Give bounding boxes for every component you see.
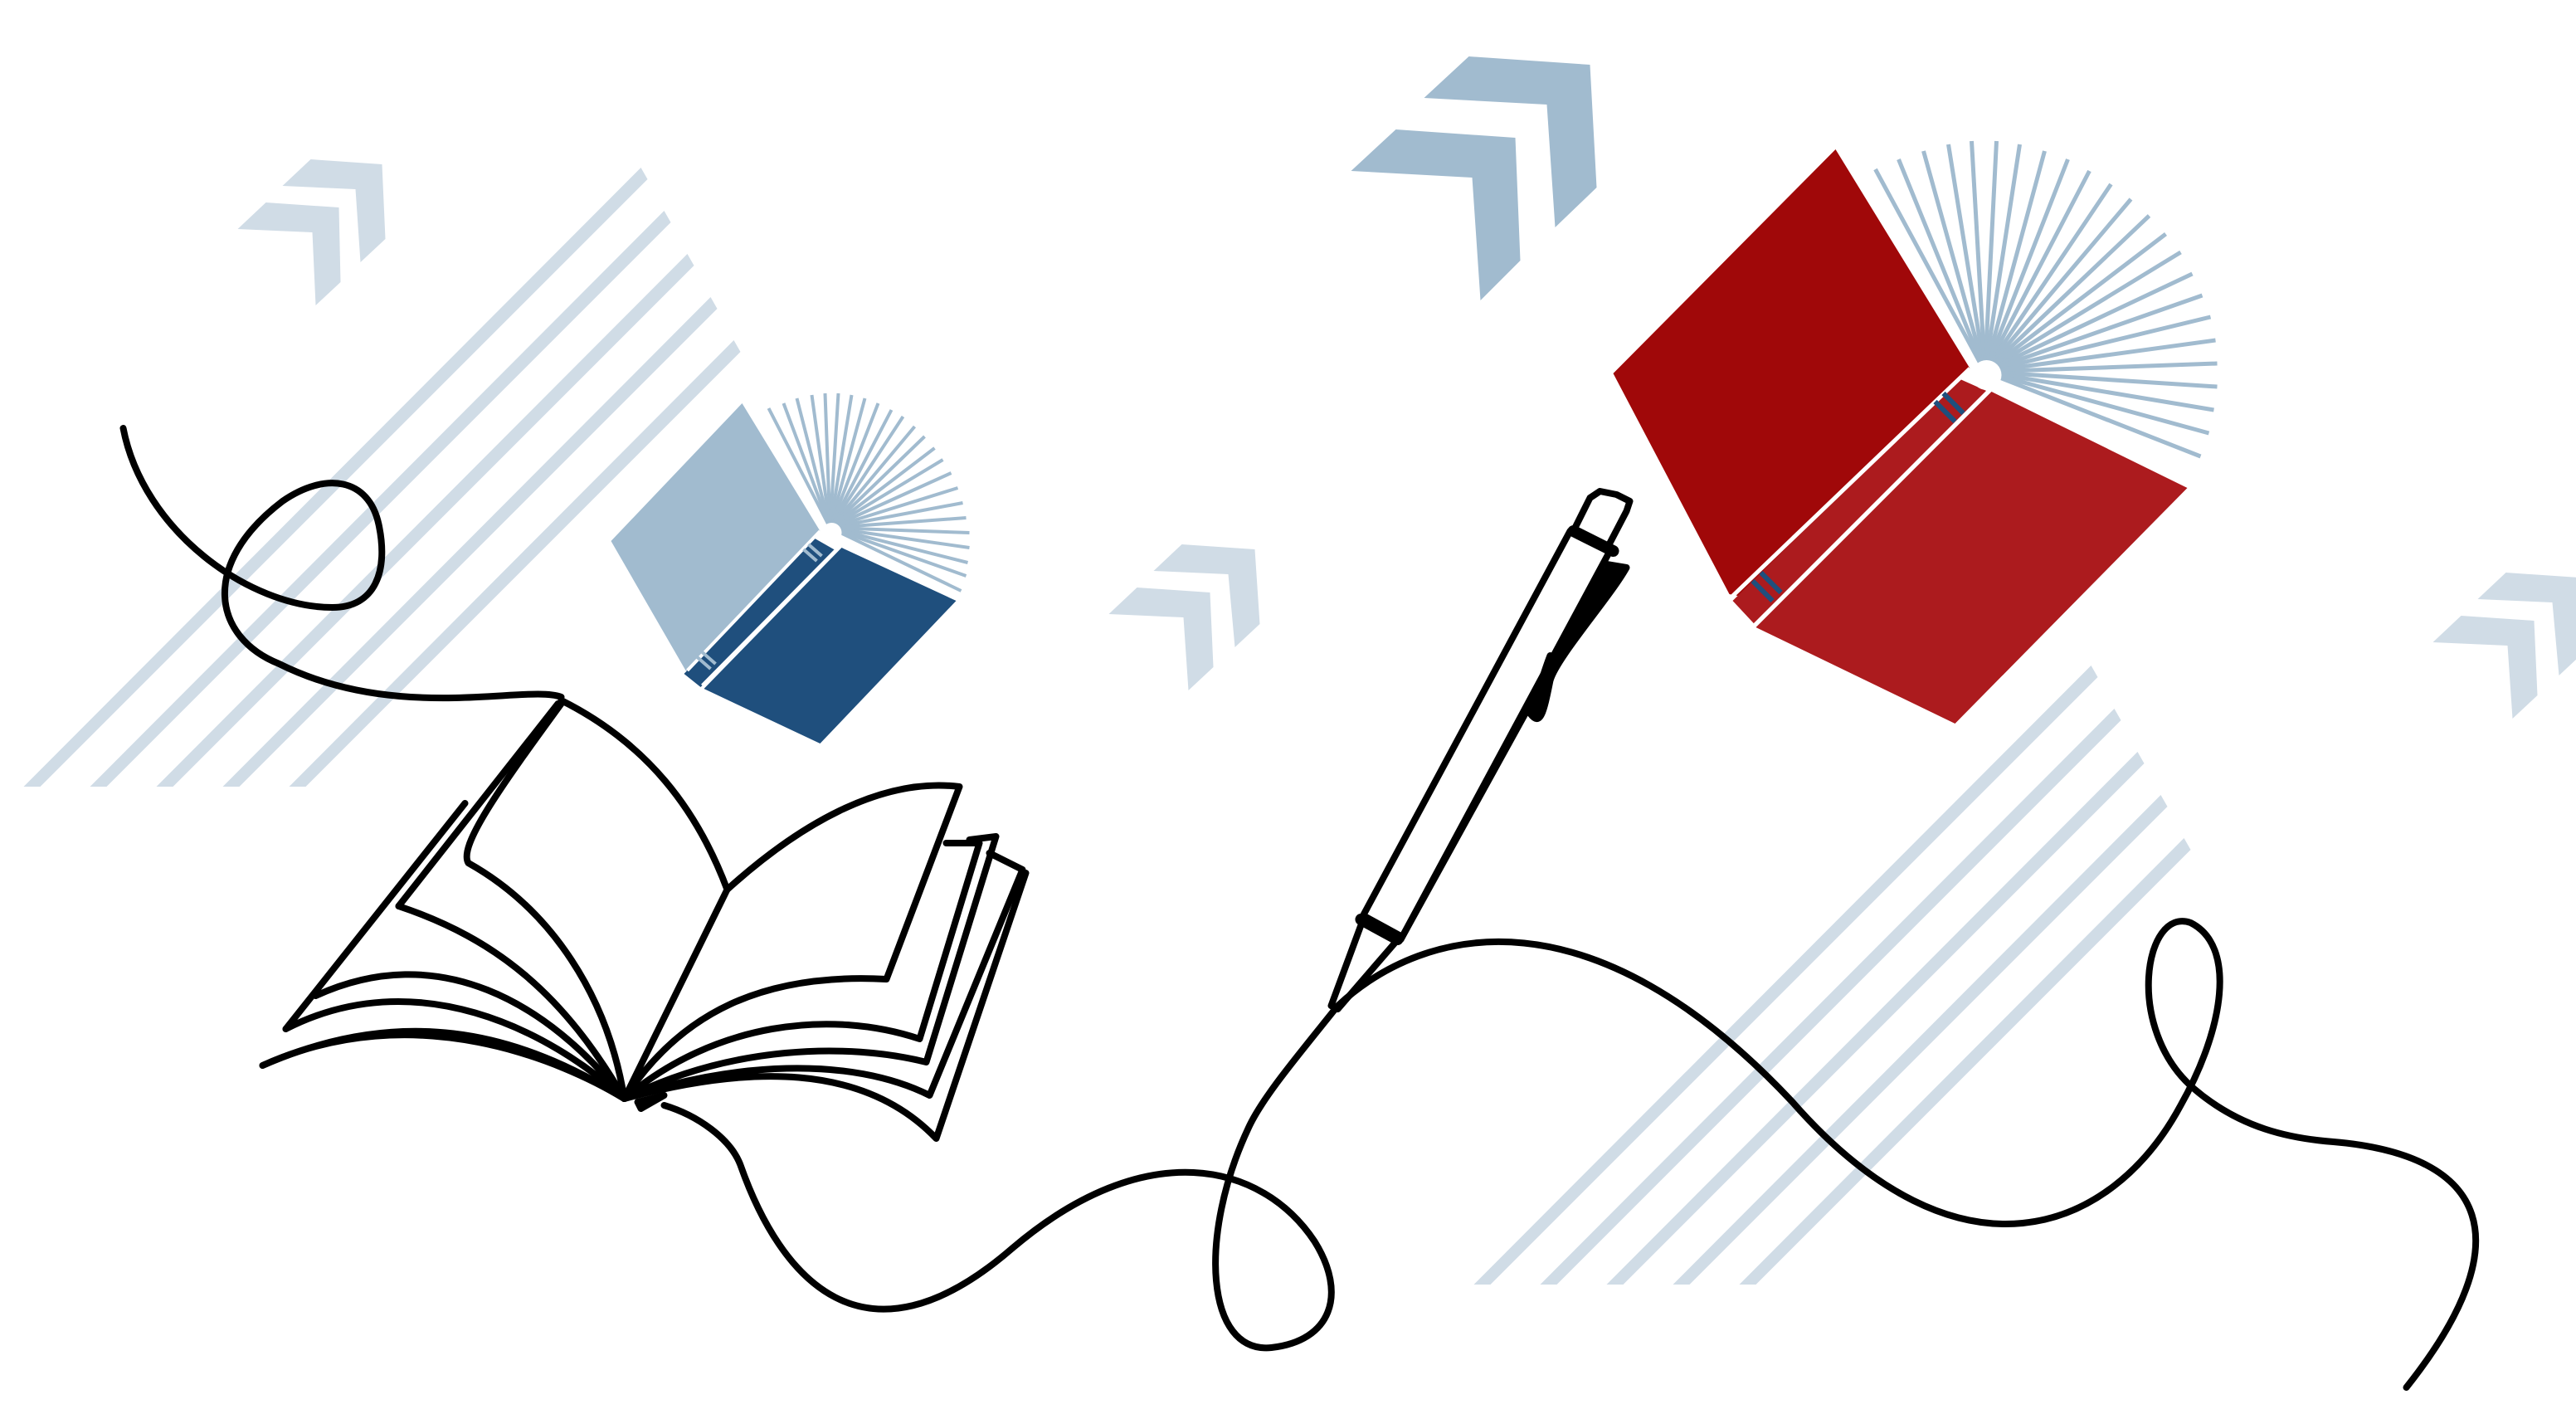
open-book-outline-icon: [259, 697, 1030, 1142]
chevron-arrow-icon: [1108, 544, 1260, 690]
book-spine: [684, 538, 837, 687]
pen-icon: [1327, 488, 1634, 1012]
book-rays: [767, 393, 970, 592]
chevron-arrow-icon: [1351, 56, 1597, 300]
flying-book-blue-icon: [611, 393, 970, 744]
book-page: [704, 548, 957, 744]
chevron-arrow-icon: [237, 159, 386, 305]
chevron-arrow-icon: [2432, 573, 2576, 719]
book-page: [1755, 392, 2188, 724]
stitch-icon: [1751, 391, 1965, 603]
book-cover: [1613, 149, 1970, 597]
chevron-arrows: [237, 56, 2576, 719]
book-cover: [611, 403, 821, 674]
diagonal-stripes-left-icon: [23, 168, 741, 787]
book-rays: [1873, 140, 2218, 459]
ink-swirl-line: [119, 425, 2480, 1391]
diagonal-stripes-right-icon: [1473, 666, 2191, 1285]
book-spine: [1732, 378, 1989, 626]
stitch-icon: [696, 543, 823, 670]
flying-book-red-icon: [1613, 140, 2218, 724]
